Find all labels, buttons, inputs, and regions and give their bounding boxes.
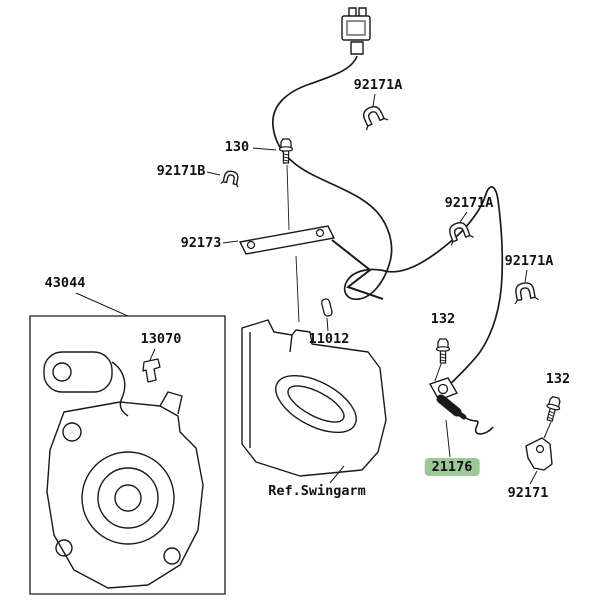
bolt-icon-132-left xyxy=(435,338,451,364)
clamp-icon-92171b xyxy=(220,169,242,188)
part-label-43044: 43044 xyxy=(44,275,86,291)
ref-swingarm-label: Ref.Swingarm xyxy=(268,483,366,499)
part-label-92171: 92171 xyxy=(507,485,549,501)
part-label-92173: 92173 xyxy=(180,235,222,251)
bracket-92173-drawing xyxy=(240,165,383,322)
bracket-92171-drawing xyxy=(526,438,552,470)
pin-11012-drawing xyxy=(321,298,333,316)
part-label-92171a-top: 92171A xyxy=(353,77,403,93)
part-label-13070: 13070 xyxy=(140,331,182,347)
sensor-cable xyxy=(273,56,502,390)
caliper-box-43044 xyxy=(30,316,225,594)
part-label-92171b: 92171B xyxy=(156,163,206,179)
part-label-11012: 11012 xyxy=(308,331,350,347)
leader-lines xyxy=(76,94,551,484)
connector-plug xyxy=(342,8,370,54)
part-label-21176-highlighted[interactable]: 21176 xyxy=(424,458,480,476)
abs-sensor-drawing xyxy=(430,378,493,434)
clip-13070-drawing xyxy=(143,359,160,382)
clamp-icon-92171a-right xyxy=(510,280,540,305)
clamp-icon-92171a-top xyxy=(357,102,389,131)
part-label-132-left: 132 xyxy=(430,311,456,327)
part-label-92171a-mid: 92171A xyxy=(444,195,494,211)
bolt-icon-132-right xyxy=(542,395,563,423)
swingarm-drawing xyxy=(242,320,386,476)
part-label-130: 130 xyxy=(224,139,250,155)
caliper-drawing xyxy=(44,352,203,588)
part-label-92171a-right: 92171A xyxy=(504,253,554,269)
part-label-132-right: 132 xyxy=(545,371,571,387)
